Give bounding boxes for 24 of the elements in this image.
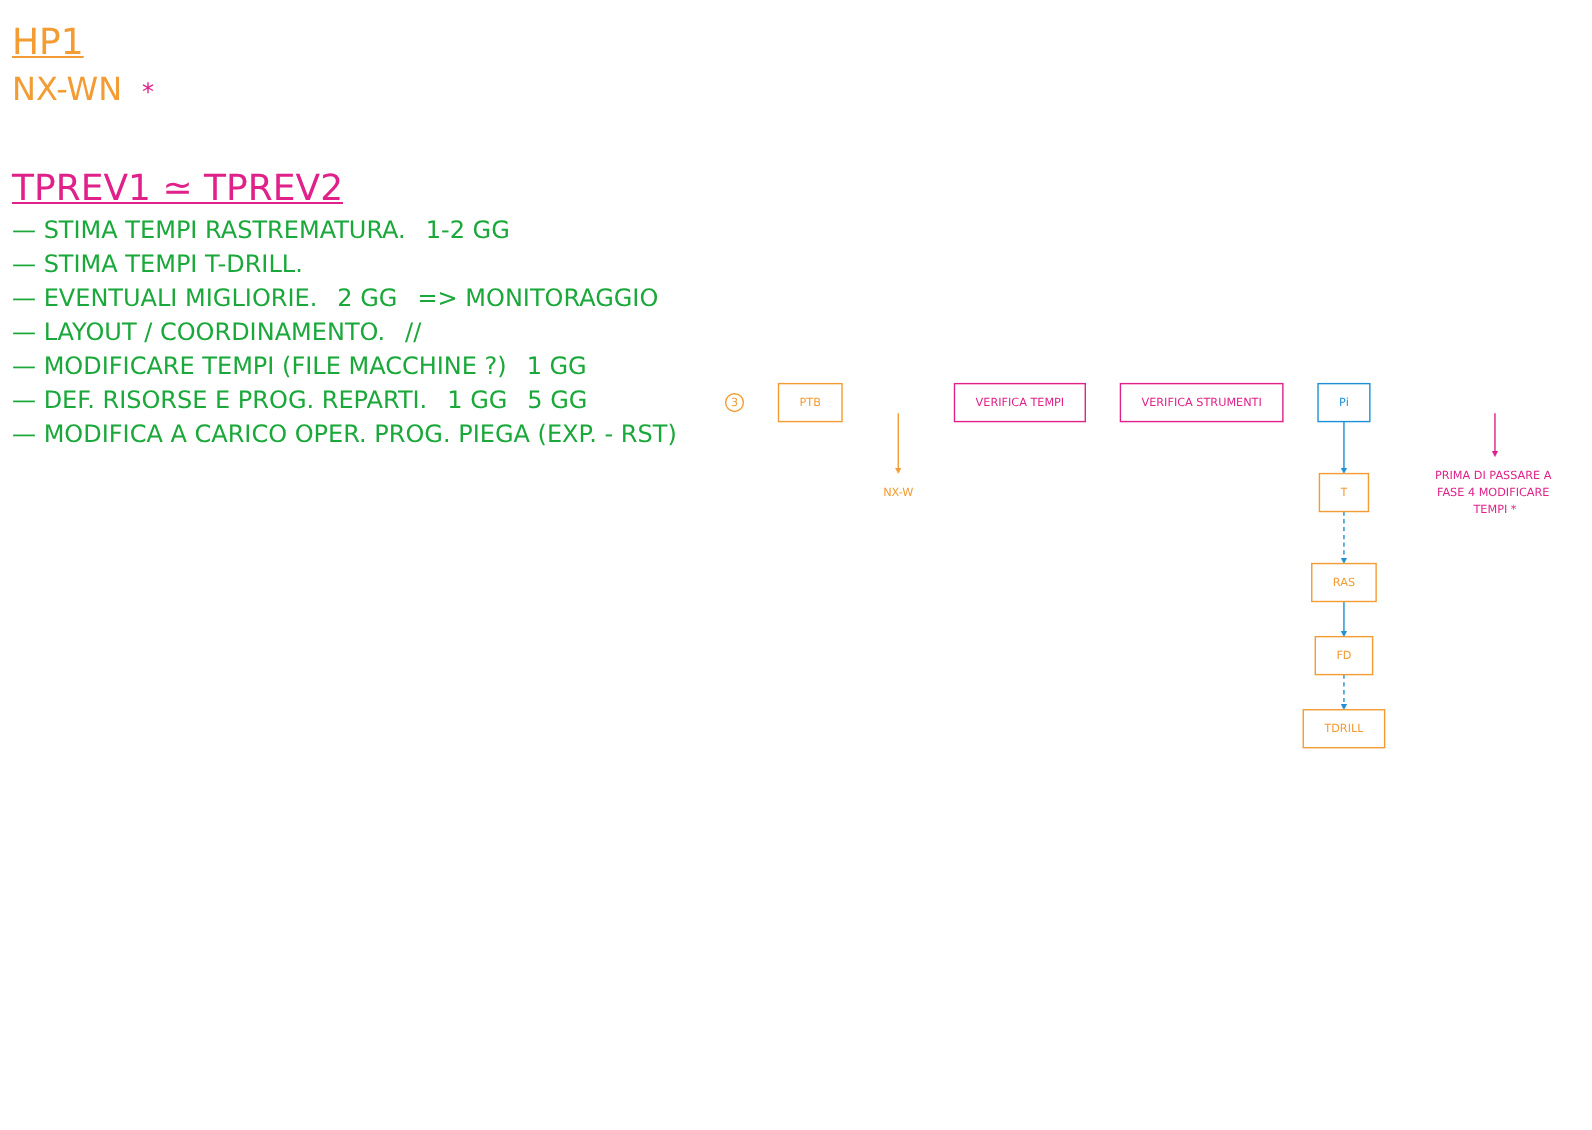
note-text: // <box>405 318 422 346</box>
note-text: — STIMA TEMPI T-DRILL. <box>12 250 303 278</box>
arrow <box>895 411 902 474</box>
note-text: 5 GG <box>527 386 588 414</box>
note-text: — DEF. RISORSE E PROG. REPARTI. <box>12 386 428 414</box>
arrow <box>1340 510 1348 564</box>
note-text: — EVENTUALI MIGLIORIE. <box>12 284 318 312</box>
note-text: 1 GG <box>526 352 587 380</box>
note-text: 2 GG <box>337 284 398 312</box>
note-text: HP1 <box>12 22 84 64</box>
note-text: NX-WN <box>12 70 123 108</box>
arrow <box>1340 673 1348 710</box>
asterisk-note: * <box>142 78 155 106</box>
note-text: — LAYOUT / COORDINAMENTO. <box>12 318 386 346</box>
note-text: — MODIFICARE TEMPI (FILE MACCHINE ?) <box>12 352 507 380</box>
note-text: — STIMA TEMPI RASTREMATURA. <box>12 216 406 244</box>
note-text: => MONITORAGGIO <box>417 284 659 312</box>
note-text: 1 GG <box>447 386 508 414</box>
note-text: 1-2 GG <box>425 216 510 244</box>
note-text: — MODIFICA A CARICO OPER. PROG. PIEGA (EXP. - RST) <box>12 420 677 448</box>
arrow <box>1491 411 1499 457</box>
arrow <box>1340 420 1348 474</box>
arrow <box>1340 600 1348 637</box>
heading-text: TPREV1 ≃ TPREV2 <box>12 168 344 210</box>
